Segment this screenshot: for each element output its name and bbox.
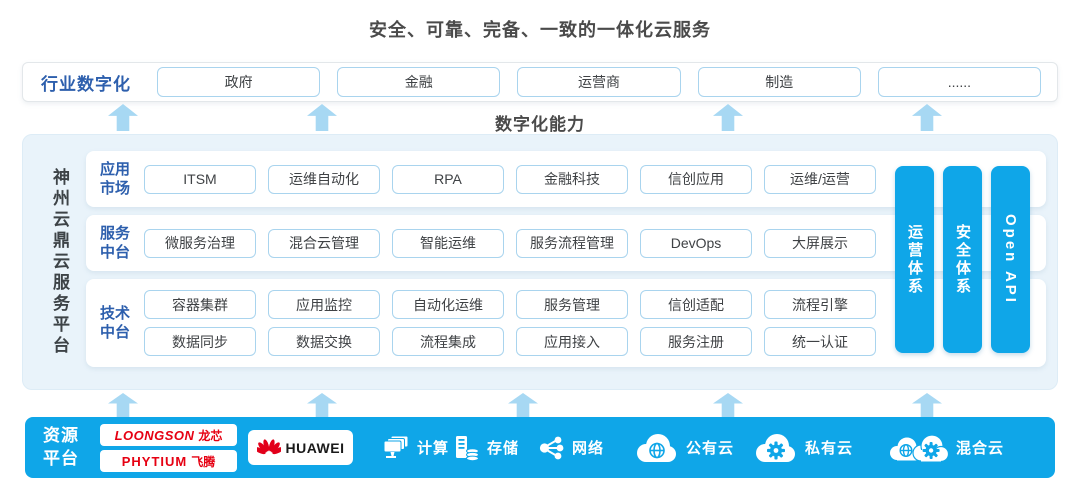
pillar-security-system: 安全体系 — [943, 166, 982, 353]
capability-box: 智能运维 — [392, 228, 504, 258]
phytium-logo: PHYTIUM — [121, 453, 188, 469]
platform-name: 神州云鼎云服务平台 — [50, 167, 69, 357]
capability-box: 金融科技 — [516, 164, 628, 194]
private-cloud-icon — [756, 433, 795, 462]
page-title: 安全、可靠、完备、一致的一体化云服务 — [369, 20, 711, 40]
up-arrow-icon — [912, 393, 942, 417]
industry-boxes: 政府 金融 运营商 制造 ...... — [157, 67, 1042, 97]
capability-box: 流程集成 — [392, 327, 504, 356]
resource-item-public-cloud: 公有云 — [633, 417, 734, 478]
industry-box-manufacturing: 制造 — [697, 67, 861, 97]
capability-box: 运维/运营 — [764, 164, 876, 194]
capability-box: ITSM — [144, 164, 256, 194]
capability-box: 服务流程管理 — [516, 228, 628, 258]
capability-box: 运维自动化 — [268, 164, 380, 194]
capability-label: 数字化能力 — [495, 115, 585, 134]
compute-icon — [383, 435, 409, 458]
industry-box-government: 政府 — [157, 67, 321, 97]
industry-row-label: 行业数字化 — [41, 74, 131, 94]
capability-box: 数据交换 — [268, 327, 380, 356]
resource-item-compute: 计算 — [380, 417, 449, 478]
pillar-open-api: Open API — [991, 166, 1030, 353]
pillar-operation-system: 运营体系 — [895, 166, 934, 353]
resource-label: 资源平台 — [43, 425, 79, 468]
row-service-platform: 服务中台 微服务治理 混合云管理 智能运维 服务流程管理 DevOps 大屏展示 — [86, 215, 1046, 271]
huawei-logo-text: HUAWEI — [285, 439, 345, 456]
capability-box: 应用接入 — [516, 327, 628, 356]
row-label: 技术中台 — [99, 304, 130, 342]
loongson-badge: LOONGSON 龙芯 — [100, 424, 237, 446]
industry-digitalization-bar: 行业数字化 政府 金融 运营商 制造 ...... — [22, 62, 1058, 102]
up-arrow-icon — [307, 393, 337, 417]
up-arrow-icon — [508, 393, 538, 417]
industry-box-operator: 运营商 — [517, 67, 681, 97]
capability-box: 大屏展示 — [764, 228, 876, 258]
capability-box: 信创适配 — [640, 290, 752, 319]
resource-item-network: 网络 — [538, 417, 604, 478]
resource-item-storage: 存储 — [453, 417, 519, 478]
hybrid-cloud-icon — [890, 433, 949, 462]
capability-box: 服务管理 — [516, 290, 628, 319]
huawei-flower-icon — [256, 438, 281, 454]
capability-box: 应用监控 — [268, 290, 380, 319]
loongson-logo: LOONGSON — [114, 427, 195, 443]
capability-box: 服务注册 — [640, 327, 752, 356]
public-cloud-icon — [637, 433, 676, 462]
resource-platform-bar: 资源平台 LOONGSON 龙芯 PHYTIUM 飞腾 HUAWEI — [25, 417, 1055, 478]
capability-box: 数据同步 — [144, 327, 256, 356]
capability-box: RPA — [392, 164, 504, 194]
resource-item-private-cloud: 私有云 — [752, 417, 853, 478]
huawei-badge: HUAWEI — [248, 430, 353, 465]
platform-panel: 神州云鼎云服务平台 应用市场 ITSM 运维自动化 RPA 金融科技 信创应用 … — [22, 134, 1058, 390]
row-label: 应用市场 — [99, 160, 130, 198]
up-arrow-icon — [713, 393, 743, 417]
row-tech-platform: 技术中台 容器集群 应用监控 自动化运维 服务管理 信创适配 流程引擎 数据同步… — [86, 279, 1046, 367]
row-app-market: 应用市场 ITSM 运维自动化 RPA 金融科技 信创应用 运维/运营 — [86, 151, 1046, 207]
capability-box: 统一认证 — [764, 327, 876, 356]
row-label: 服务中台 — [99, 224, 130, 262]
industry-box-finance: 金融 — [337, 67, 501, 97]
capability-box: 容器集群 — [144, 290, 256, 319]
capability-box: 流程引擎 — [764, 290, 876, 319]
capability-box: 微服务治理 — [144, 228, 256, 258]
capability-box: 混合云管理 — [268, 228, 380, 258]
phytium-badge: PHYTIUM 飞腾 — [100, 450, 237, 472]
capability-box: 自动化运维 — [392, 290, 504, 319]
industry-box-more: ...... — [877, 67, 1042, 97]
capability-box: 信创应用 — [640, 164, 752, 194]
resource-item-hybrid-cloud: 混合云 — [887, 417, 1004, 478]
network-icon — [539, 436, 564, 459]
up-arrow-icon — [108, 393, 138, 417]
storage-icon — [456, 435, 479, 461]
capability-box: DevOps — [640, 228, 752, 258]
